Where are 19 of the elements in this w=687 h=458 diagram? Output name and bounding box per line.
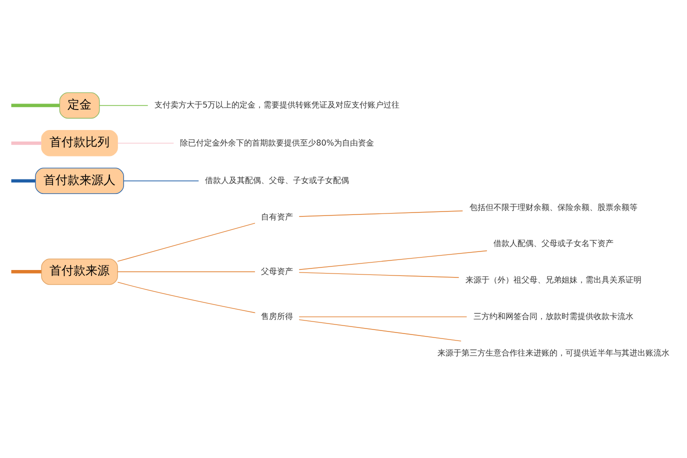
connector (99, 105, 148, 106)
connector (298, 210, 463, 217)
connector (11, 142, 42, 145)
connector (298, 316, 468, 318)
node-box: 首付款来源人 (35, 168, 124, 194)
connector (298, 250, 488, 270)
connector (11, 270, 42, 274)
connector (117, 271, 256, 272)
connector (117, 142, 174, 144)
connector (117, 282, 256, 314)
connector (298, 319, 462, 342)
connector (117, 222, 256, 262)
connector (123, 180, 199, 182)
node-box: 首付款来源 (41, 258, 118, 285)
connector (11, 179, 36, 183)
node-box: 首付款比列 (41, 130, 118, 156)
connector (298, 272, 460, 278)
connector (11, 104, 60, 108)
node-box: 定金 (59, 92, 100, 119)
